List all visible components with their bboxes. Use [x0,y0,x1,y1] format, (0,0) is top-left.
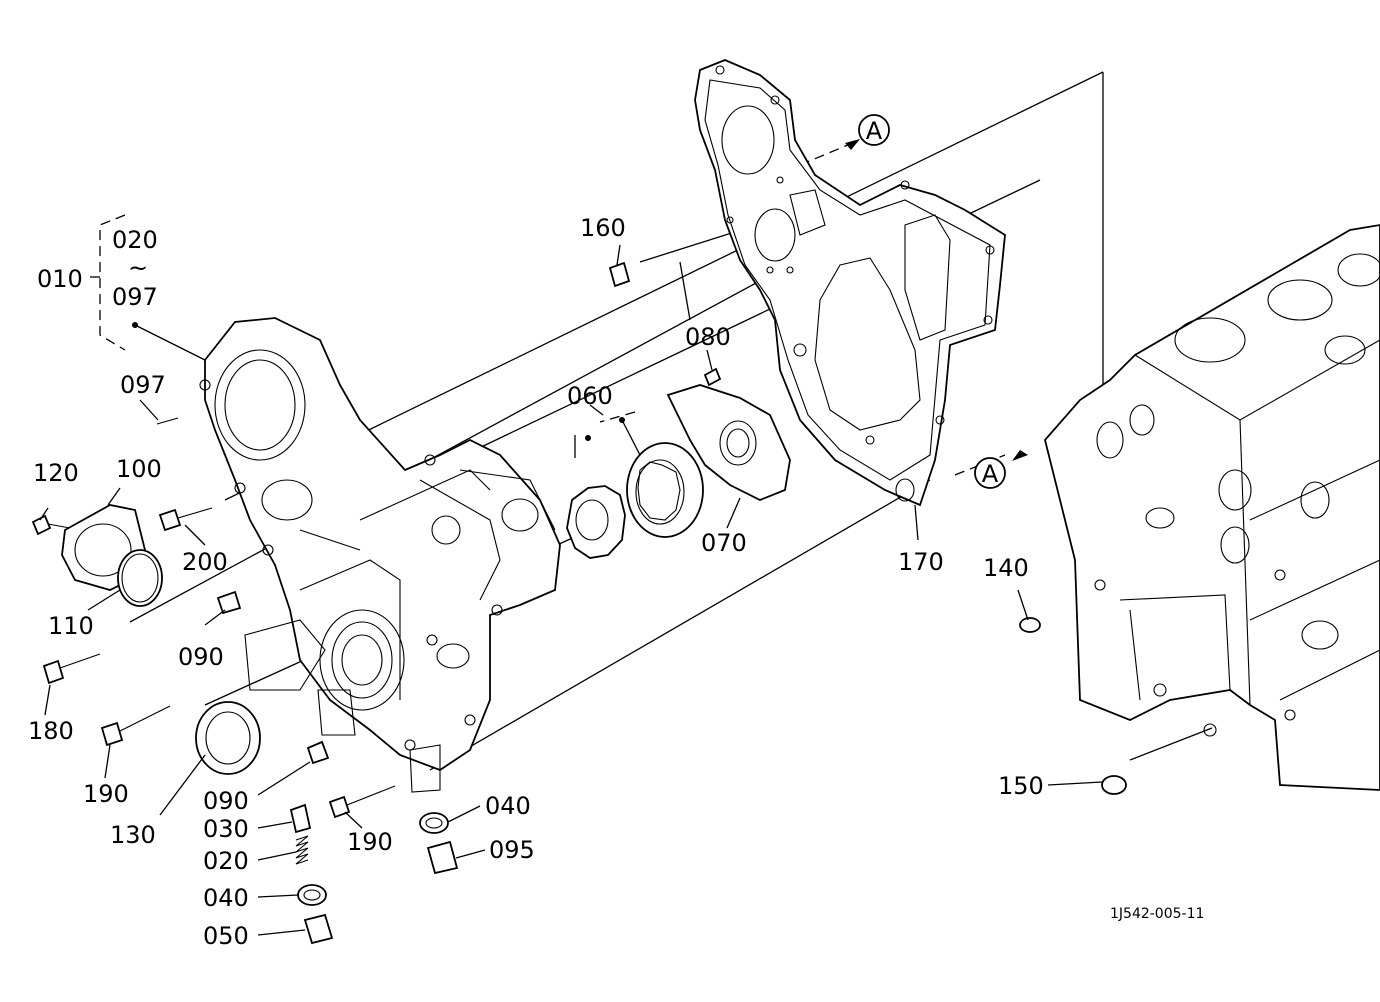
part-label-190-left: 190 [83,780,129,808]
part-label-030: 030 [203,815,249,843]
part-label-020-range: 020 [112,226,158,254]
engine-block [1044,224,1380,791]
range-tilde: ~ [128,254,148,282]
part-label-010: 010 [37,265,83,293]
leader-lines [39,214,1103,936]
part-label-095: 095 [489,836,535,864]
part-label-200: 200 [182,548,228,576]
reference-a-label: A [866,117,883,145]
part-label-170: 170 [898,548,944,576]
part-label-160: 160 [580,214,626,242]
part-label-150: 150 [998,772,1044,800]
part-label-097: 097 [120,371,166,399]
part-label-040-left: 040 [203,884,249,912]
part-labels: 010 020 ~ 097 097 120 100 200 110 090 18… [28,214,1204,950]
gear-case-cover [199,317,561,793]
dot-markers [132,322,625,441]
part-label-110: 110 [48,612,94,640]
part-label-070: 070 [701,529,747,557]
gasket-170 [694,59,1006,507]
part-label-050: 050 [203,922,249,950]
drawing-code: 1J542-005-11 [1110,906,1204,922]
part-label-100: 100 [116,455,162,483]
reference-a-label: A [982,460,999,488]
part-label-097-range: 097 [112,283,158,311]
part-label-080: 080 [685,323,731,351]
part-label-040-right: 040 [485,792,531,820]
small-parts [31,261,1127,945]
part-label-090-lower: 090 [203,787,249,815]
part-label-190-lower: 190 [347,828,393,856]
part-label-090-upper: 090 [178,643,224,671]
reference-marker-a-bottom: A [974,450,1028,489]
part-label-180: 180 [28,717,74,745]
part-label-130: 130 [110,821,156,849]
part-label-020: 020 [203,847,249,875]
part-label-120: 120 [33,459,79,487]
part-label-060: 060 [567,382,613,410]
oil-pump-parts [566,367,791,559]
part-label-140: 140 [983,554,1029,582]
reference-marker-a-top: A [845,114,890,150]
